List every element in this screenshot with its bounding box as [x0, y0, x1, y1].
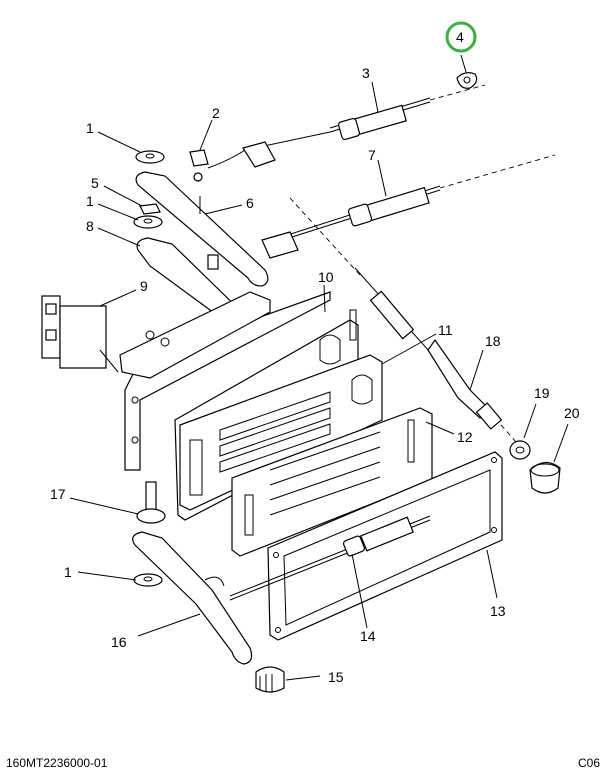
callout-13: 13 [490, 603, 506, 619]
highlight-ring [445, 21, 477, 53]
stud-part [136, 481, 166, 524]
callout-11: 11 [438, 322, 453, 338]
slider-frame [179, 354, 383, 511]
switch-part [41, 295, 119, 373]
callout-14: 14 [360, 628, 376, 644]
lower-lever [132, 531, 253, 665]
alignment-lines [289, 84, 556, 459]
callout-9: 9 [140, 278, 148, 294]
callout-2: 2 [212, 105, 220, 121]
callout-17: 17 [50, 486, 66, 502]
callout-10: 10 [318, 269, 334, 285]
callout-1b: 1 [86, 193, 94, 209]
callout-15: 15 [328, 669, 344, 685]
callout-18: 18 [485, 333, 501, 349]
callout-8: 8 [86, 218, 94, 234]
mounting-bracket [119, 291, 331, 471]
callout-3: 3 [362, 65, 370, 81]
callout-16: 16 [111, 634, 127, 650]
knob-part [255, 666, 285, 693]
callout-labels: 1 2 3 4 5 1 6 7 8 9 10 11 12 13 14 15 16… [50, 29, 580, 685]
callout-4: 4 [456, 29, 464, 45]
washers [133, 150, 165, 587]
face-plate [231, 407, 433, 557]
document-code: 160MT2236000-01 [6, 756, 108, 770]
clip-part [189, 149, 209, 167]
callout-12: 12 [457, 429, 473, 445]
bezel [267, 451, 503, 641]
bushing-part [509, 440, 531, 460]
callout-1c: 1 [64, 564, 72, 580]
callout-5: 5 [91, 175, 99, 191]
leader-lines [69, 54, 569, 681]
sheet-code: C06 [577, 756, 600, 770]
cap-part [529, 461, 561, 494]
callout-7: 7 [368, 147, 376, 163]
callout-20: 20 [564, 405, 580, 421]
upper-cable [193, 97, 431, 182]
retainer-part [456, 72, 478, 89]
callout-6: 6 [246, 195, 254, 211]
lower-cable [229, 515, 431, 601]
middle-cable [261, 185, 441, 259]
upper-lever [135, 171, 269, 287]
callout-19: 19 [534, 385, 550, 401]
nut-part [139, 203, 161, 215]
right-cable [354, 267, 503, 430]
callout-1a: 1 [86, 120, 94, 136]
